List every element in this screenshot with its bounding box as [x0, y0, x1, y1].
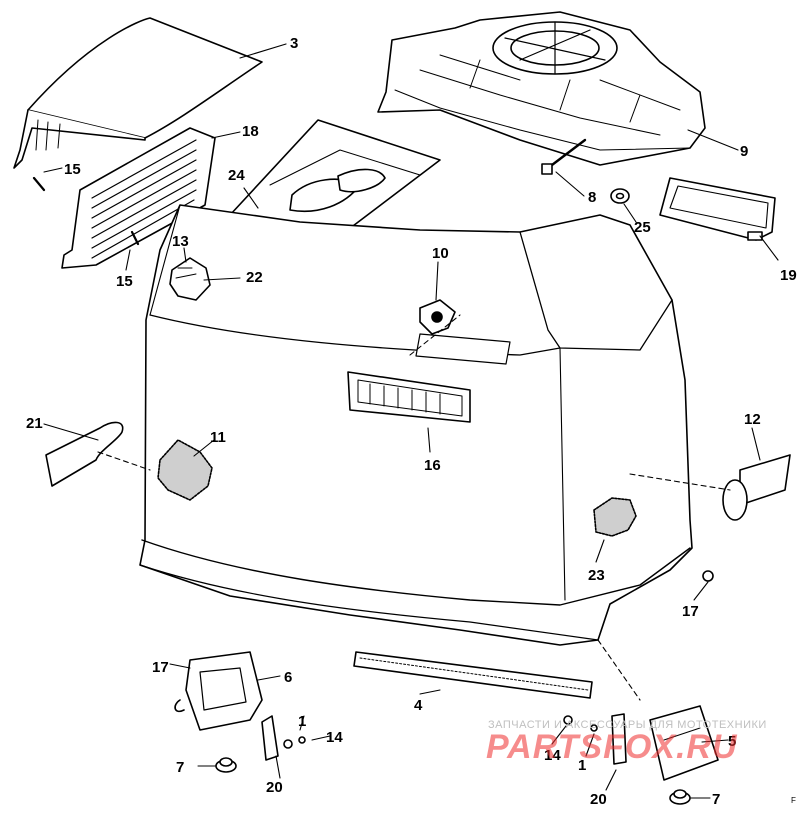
callout-4: 4 — [414, 697, 423, 714]
callout-9: 9 — [740, 143, 748, 160]
callout-7: 7 — [176, 759, 184, 776]
callout-22: 22 — [246, 269, 263, 286]
handle-16-part — [347, 333, 511, 423]
watermark-caption: ЗАПЧАСТИ И АКСЕССУАРЫ ДЛЯ МОТОТЕХНИКИ — [488, 719, 767, 731]
callout-labels: 3181515982519241322102111161223171764114… — [26, 35, 797, 808]
callout-13: 13 — [172, 233, 189, 250]
callout-10: 10 — [432, 245, 449, 262]
callout-15: 15 — [64, 161, 81, 178]
callout-15: 15 — [116, 273, 133, 290]
callout-3: 3 — [290, 35, 298, 52]
callout-14: 14 — [326, 729, 343, 746]
callout-7: 7 — [712, 791, 720, 808]
latch-plate-5-part — [649, 705, 719, 781]
callout-17: 17 — [682, 603, 699, 620]
callout-24: 24 — [228, 167, 245, 184]
callout-1: 1 — [578, 757, 586, 774]
decal-11-part — [157, 439, 213, 501]
callout-14: 14 — [544, 747, 561, 764]
callout-19: 19 — [780, 267, 797, 284]
bracket-20-left-part — [261, 715, 279, 761]
callout-25: 25 — [634, 219, 651, 236]
watermark-logo: PARTSFOX.RU — [486, 728, 738, 766]
side-grille-part — [61, 127, 216, 269]
engine-cowl-body — [139, 119, 693, 646]
callout-11: 11 — [210, 429, 226, 446]
leader-lines — [43, 43, 779, 799]
side-vent-part — [659, 177, 776, 241]
top-cover-part — [13, 17, 263, 169]
grommet-7-right-part — [669, 789, 691, 805]
callout-17: 17 — [152, 659, 169, 676]
small-screws — [32, 176, 714, 749]
callout-16: 16 — [424, 457, 441, 474]
grommet-7-left-part — [215, 757, 237, 773]
callout-20: 20 — [266, 779, 283, 796]
callout-12: 12 — [744, 411, 761, 428]
callout-8: 8 — [588, 189, 596, 206]
callout-23: 23 — [588, 567, 605, 584]
callout-20: 20 — [590, 791, 607, 808]
decal-23-part — [593, 497, 637, 537]
flywheel-cover-part — [377, 11, 706, 166]
assembly-lines — [97, 314, 731, 701]
latch-assembly-6-part — [174, 651, 263, 731]
callout-21: 21 — [26, 415, 43, 432]
callout-1: 1 — [298, 713, 306, 730]
decal-12-part — [722, 454, 791, 521]
bracket-20-right-part — [611, 713, 627, 765]
bolt-8-part — [541, 138, 587, 175]
callout-6: 6 — [284, 669, 292, 686]
seal-strip-4-part — [353, 651, 593, 699]
nut-25-part — [610, 188, 630, 204]
callout-5: 5 — [728, 733, 736, 750]
decal-13-part — [169, 257, 211, 301]
callout-18: 18 — [242, 123, 259, 140]
corner-mark: F — [791, 796, 796, 805]
decal-21-part — [45, 421, 124, 487]
